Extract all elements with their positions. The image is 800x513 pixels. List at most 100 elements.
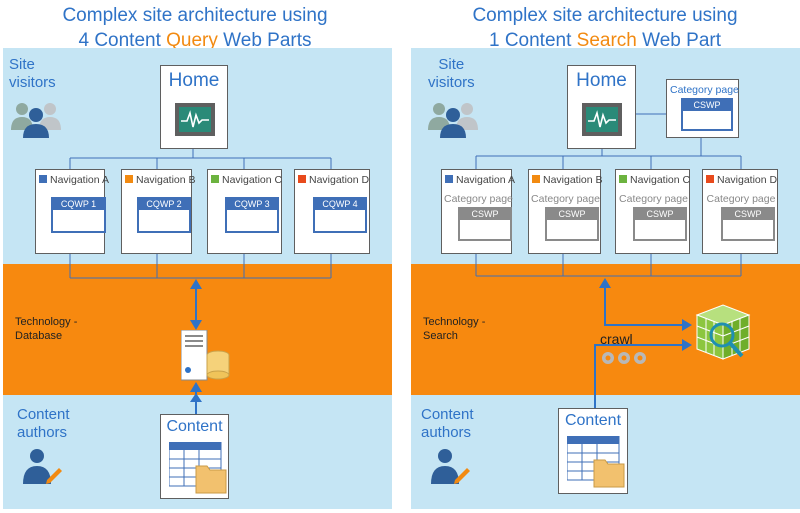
left-technology-label: Technology - Database [15,315,77,343]
left-title: Complex site architecture using 4 Conten… [0,3,390,53]
author-pencil-icon [431,449,470,484]
left-cqwp-1: CQWP 1 [51,197,106,233]
left-nav-d-caption: Navigation D [298,174,369,186]
right-nav-card-b: Navigation B Category page CSWP [528,169,603,254]
left-nav-a-color [39,175,47,183]
left-home-label: Home [168,70,220,91]
left-nav-a-caption: Navigation A [39,174,109,186]
right-title-post: Web Part [636,30,721,51]
gears-icon [602,352,646,364]
left-nav-b-caption: Navigation B [125,174,196,186]
right-nav-a-category: Category page [444,193,513,205]
right-home-card: Home [567,65,636,149]
right-category-page-label: Category page [670,84,739,96]
right-nav-b-category: Category page [531,193,600,205]
left-nav-d-label: Navigation D [309,174,370,186]
left-nav-card-a: Navigation A CQWP 1 [35,169,109,254]
left-content-authors-label: Content authors [17,406,70,442]
right-technology-line1: Technology - [423,316,486,328]
users-group-icon [428,103,478,138]
left-content-authors-line1: Content [17,406,70,423]
left-site-visitors-line2: visitors [9,74,56,91]
left-content-card: Content [160,414,229,499]
left-nav-c-label: Navigation C [222,174,283,186]
right-nav-d-color [706,175,714,183]
left-title-line1: Complex site architecture using [62,5,328,26]
users-group-icon [11,103,61,138]
left-cqwp-1-label: CQWP 1 [53,199,104,210]
crawl-label: crawl [600,331,633,347]
right-title: Complex site architecture using 1 Conten… [410,3,800,53]
left-title-pre: 4 Content [78,30,167,51]
right-cswp-c-label: CSWP [635,209,685,220]
right-site-visitors-line1: Site [438,56,465,73]
monitor-icon [582,103,622,136]
right-content-card: Content [558,408,628,494]
right-nav-card-c: Navigation C Category page CSWP [615,169,690,254]
left-technology-line1: Technology - [15,316,78,328]
right-title-line1: Complex site architecture using [472,5,738,26]
right-nav-d-label: Navigation D [717,174,778,186]
right-nav-card-d: Navigation D Category page CSWP [702,169,778,254]
right-cswp-c: CSWP [633,207,687,241]
left-content-authors-line2: authors [17,424,68,441]
right-cswp-b: CSWP [545,207,599,241]
right-technology-label: Technology - Search [423,315,485,343]
left-content-label: Content [166,418,223,435]
left-content-arrow [190,393,202,414]
left-nav-card-c: Navigation C CQWP 3 [207,169,282,254]
left-title-post: Web Parts [217,30,312,51]
right-content-authors-line1: Content [421,406,474,423]
right-home-cswp-label: CSWP [683,100,731,111]
left-site-visitors-line1: Site [9,56,35,73]
right-connectors [475,113,742,408]
right-cswp-a-label: CSWP [460,209,510,220]
right-site-visitors-line2: visitors [428,74,475,91]
right-panel: Site visitors Home Category page CSWP Na… [411,48,800,509]
left-nav-b-color [125,175,133,183]
left-panel: Site visitors Home Navigation A CQWP 1 N… [3,48,392,509]
right-home-label: Home [576,70,627,91]
content-list-folder-icon [169,442,227,494]
right-home-cswp: CSWP [681,98,733,131]
left-nav-c-color [211,175,219,183]
left-cqwp-3: CQWP 3 [225,197,279,233]
left-title-line2: 4 Content Query Web Parts [0,28,390,53]
right-content-authors-line2: authors [421,424,472,441]
right-nav-a-color [445,175,453,183]
right-nav-b-label: Navigation B [543,174,603,186]
right-nav-c-color [619,175,627,183]
left-cqwp-4-label: CQWP 4 [315,199,365,210]
right-content-authors-label: Content authors [421,406,474,442]
right-title-line2: 1 Content Search Web Part [410,28,800,53]
author-pencil-icon [23,449,62,484]
right-nav-d-caption: Navigation D [706,174,777,186]
left-site-visitors-label: Site visitors [9,56,56,92]
right-nav-a-caption: Navigation A [445,174,515,186]
right-technology-line2: Search [423,330,458,342]
right-content-label: Content [564,412,622,429]
right-nav-b-color [532,175,540,183]
left-nav-d-color [298,175,306,183]
left-cqwp-4: CQWP 4 [313,197,367,233]
right-nav-card-a: Navigation A Category page CSWP [441,169,515,254]
left-nav-b-label: Navigation B [136,174,196,186]
left-nav-card-d: Navigation D CQWP 4 [294,169,370,254]
right-cswp-a: CSWP [458,207,512,241]
right-nav-c-label: Navigation C [630,174,691,186]
right-nav-a-label: Navigation A [456,174,515,186]
database-server-icon [181,330,230,381]
right-cswp-d: CSWP [721,207,775,241]
left-nav-c-caption: Navigation C [211,174,282,186]
right-nav-d-category: Category page [706,193,776,205]
right-nav-c-category: Category page [619,193,688,205]
search-index-cube-icon [695,304,751,360]
left-home-card: Home [160,65,228,149]
left-technology-line2: Database [15,330,63,342]
right-category-page-card: Category page CSWP [666,79,739,138]
left-cqwp-2: CQWP 2 [137,197,191,233]
monitor-icon [175,103,215,136]
right-title-highlight: Search [576,30,637,51]
left-cqwp-3-label: CQWP 3 [227,199,277,210]
content-list-folder-icon [567,436,625,488]
